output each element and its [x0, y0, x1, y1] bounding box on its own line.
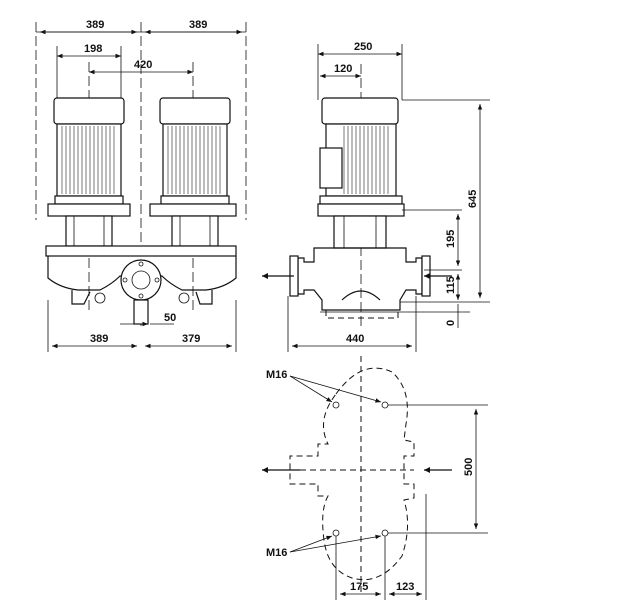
- bolt-hole: [332, 401, 340, 409]
- side-pump-body: [297, 247, 423, 311]
- dim-height-total: 645: [467, 190, 479, 208]
- dim-height-mid: 195: [445, 230, 457, 248]
- bolt-label-top: M16: [266, 369, 287, 381]
- bolt-label-bottom: M16: [266, 547, 287, 559]
- bolt-hole: [381, 529, 389, 537]
- dim-width: 250: [354, 41, 372, 53]
- terminal-box: [319, 147, 343, 189]
- motor-left: [47, 97, 131, 247]
- side-view: 250 120: [262, 41, 490, 352]
- base-plan: M16 M16 500 175 123: [262, 356, 488, 600]
- motor-right: [149, 97, 237, 247]
- dim-top-right: 389: [189, 19, 207, 31]
- dim-motor-offset: 198: [84, 43, 102, 55]
- dim-outlet: 50: [164, 312, 176, 324]
- footprint-outline: [289, 367, 415, 581]
- dim-base: 440: [346, 333, 364, 345]
- dim-bottom-left: 389: [90, 333, 108, 345]
- dim-plan-right: 123: [396, 581, 414, 593]
- dim-motor-spacing: 420: [134, 59, 152, 71]
- dim-plan-height: 500: [463, 458, 475, 476]
- side-motor-cap: [321, 97, 399, 125]
- dim-plan-left: 175: [350, 581, 368, 593]
- pump-housing: [45, 245, 237, 325]
- dim-height-base: 0: [445, 320, 457, 326]
- bolt-hole: [332, 529, 340, 537]
- bolt-hole: [381, 401, 389, 409]
- dim-top-left: 389: [86, 19, 104, 31]
- dim-offset: 120: [334, 63, 352, 75]
- front-view: 389 389 198 420: [35, 19, 247, 352]
- dim-bottom-right: 379: [182, 333, 200, 345]
- dim-height-low: 115: [445, 276, 457, 294]
